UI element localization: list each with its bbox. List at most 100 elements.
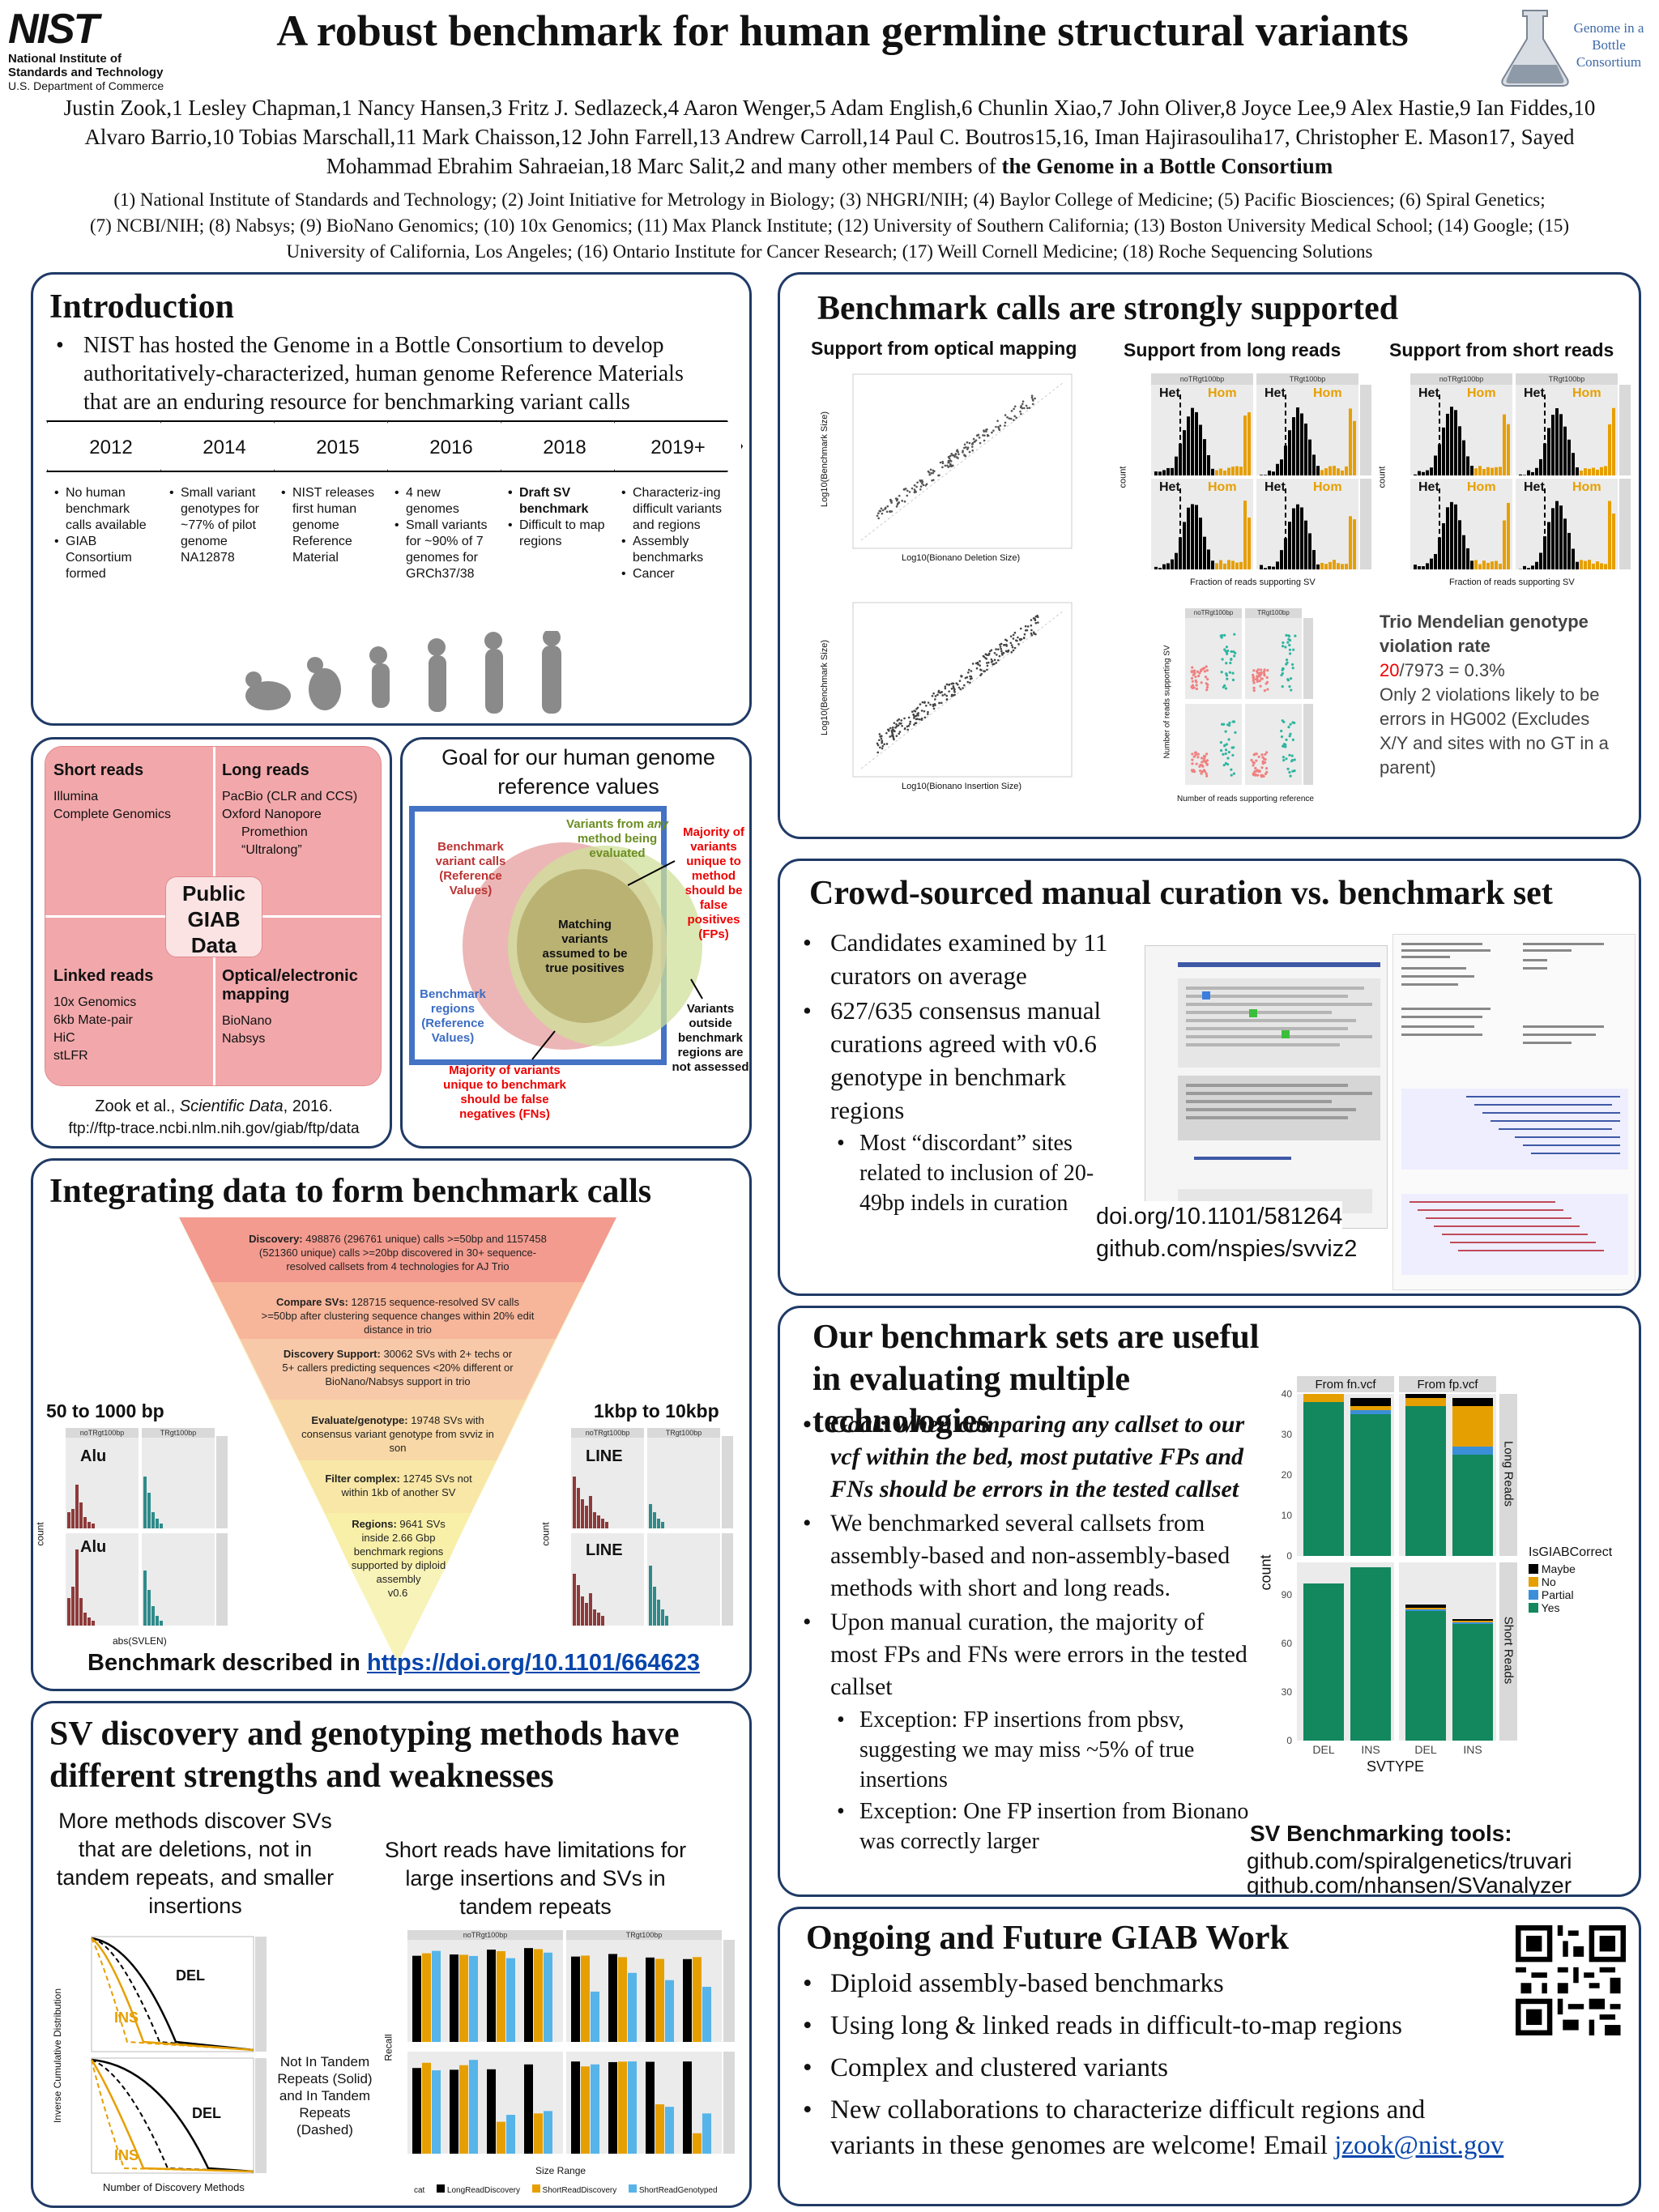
scatter-point: [962, 687, 964, 689]
geno-point-red: [1195, 762, 1198, 765]
evaluating-panel: Our benchmark sets are useful in evaluat…: [778, 1306, 1641, 1897]
scatter-point: [991, 431, 993, 434]
scatter-point: [1004, 424, 1006, 427]
timeline-step-2014: 2014: [160, 420, 289, 472]
hist-bar: [1175, 552, 1178, 569]
affiliations-2: (7) NCBI/NIH; (8) Nabsys; (9) BioNano Ge…: [89, 215, 1570, 236]
timeline-item: Difficult to map regions: [506, 518, 608, 550]
geno-point-teal: [1284, 745, 1287, 748]
geno-point-teal: [1288, 643, 1291, 647]
geno-point-red: [1191, 666, 1194, 669]
scatter-point: [945, 694, 949, 697]
timeline-col-2018: Draft SV benchmark Difficult to map regi…: [506, 485, 608, 550]
scatter-point: [1013, 407, 1015, 411]
curation-github[interactable]: github.com/nspies/svviz2: [1096, 1234, 1358, 1264]
hist-bar: [1349, 408, 1352, 475]
facet-from-fn: From fn.vcf: [1315, 1378, 1376, 1392]
geno-point-red: [1201, 764, 1204, 767]
scatter-point: [972, 437, 975, 441]
hist-bar: [1466, 548, 1469, 569]
benchmark-doi-link[interactable]: https://doi.org/10.1101/664623: [366, 1650, 700, 1676]
timeline-col-2015: NIST releases first human genome Referen…: [279, 485, 380, 566]
scatter-point: [896, 719, 899, 722]
scatter-point: [929, 703, 932, 706]
scatter-point: [1031, 403, 1034, 406]
variants-any-method-label: Variants from any method being evaluated: [565, 817, 670, 861]
geno-point-red: [1261, 760, 1265, 763]
scatter-point: [993, 658, 996, 662]
hist-bar: [1551, 508, 1555, 569]
geno-point-red: [1252, 686, 1256, 689]
geno-point-red: [1203, 670, 1206, 673]
geno-point-red: [1205, 669, 1209, 672]
scatter-point: [885, 731, 888, 735]
linked-reads-quadrant: Linked reads 10x Genomics 6kb Mate-pair …: [53, 967, 207, 1065]
curation-doi[interactable]: doi.org/10.1101/581264: [1096, 1201, 1343, 1232]
timeline-item: Small variants for ~90% of 7 genomes for…: [393, 518, 495, 582]
qr-code-icon[interactable]: [1516, 1925, 1626, 2035]
geno-point-red: [1202, 759, 1205, 762]
timeline-item: Characteriz-ing difficult variants and r…: [620, 485, 725, 534]
bar-ins-maybe: [1452, 1619, 1493, 1621]
hom-label: Hom: [1208, 480, 1237, 494]
recall-bar: [450, 1954, 458, 2042]
recall-bar: [655, 2104, 664, 2154]
eval-legend: IsGIABCorrect Maybe No Partial Yes: [1529, 1546, 1612, 1614]
scatter-point: [982, 434, 984, 437]
svanalyzer-link[interactable]: github.com/nhansen/SVanalyzer: [1247, 1873, 1572, 1897]
hist-bar: [1296, 407, 1299, 475]
hist-bar: [1474, 560, 1478, 569]
strip-label: noTRgt100bp: [1185, 608, 1242, 618]
benchmark-calls-label: Benchmark variant calls (Reference Value…: [435, 840, 506, 897]
scatter-point: [980, 669, 983, 671]
geno-point-red: [1205, 665, 1208, 668]
geno-point-red: [1260, 753, 1264, 757]
scatter-point: [963, 443, 966, 446]
bar-ins-no: [1452, 1406, 1493, 1447]
geno-point-teal: [1231, 678, 1235, 682]
scatter-point: [878, 739, 881, 742]
hist-bar: [1300, 413, 1303, 475]
hist-bar: [1166, 467, 1170, 475]
hist-bar: [1191, 407, 1194, 475]
optical-item: Nabsys: [222, 1032, 266, 1046]
hist-bar: [1596, 561, 1599, 569]
hist-bar: [1247, 517, 1251, 569]
truvari-link[interactable]: github.com/spiralgenetics/truvari: [1247, 1848, 1572, 1873]
level-label: Regions:: [352, 1518, 400, 1530]
hist-bar: [1592, 563, 1595, 569]
scatter-point: [1019, 627, 1022, 630]
genotype-scatter: noTRgt100bp TRgt100bp Number of reads su…: [1161, 605, 1331, 816]
geno-point-teal: [1280, 729, 1283, 733]
scatter-point: [906, 728, 909, 731]
scatter-point: [1005, 645, 1008, 647]
scatter-point: [913, 488, 916, 491]
affiliations-1: (1) National Institute of Standards and …: [113, 190, 1546, 210]
scatter-point: [999, 424, 1002, 427]
level-text: 12745 SVs not within 1kb of another SV: [341, 1473, 472, 1498]
geno-point-red: [1196, 670, 1199, 673]
recall-bar: [534, 2113, 543, 2154]
hist-bar: [1280, 550, 1283, 569]
geno-point-red: [1190, 676, 1194, 680]
scatter-point: [916, 481, 919, 484]
curation-subbullet: Most “discordant” sites related to inclu…: [796, 1128, 1120, 1218]
scatter-point: [983, 434, 986, 437]
scatter-point: [1006, 416, 1009, 419]
hist-bar: [1296, 504, 1299, 569]
hist-bar: [1353, 420, 1356, 475]
scatter-point: [1010, 651, 1013, 654]
hist-bar: [1203, 439, 1206, 475]
geno-point-red: [1204, 676, 1208, 679]
legend-label: No: [1541, 1575, 1556, 1588]
legend-swatch-long: [437, 2184, 446, 2193]
strip-label: noTRgt100bp: [571, 1428, 644, 1438]
geno-point-teal: [1286, 661, 1289, 664]
geno-point-teal: [1223, 648, 1226, 651]
ftp-link[interactable]: ftp://ftp-trace.ncbi.nlm.nih.gov/giab/ft…: [68, 1120, 360, 1137]
hist-bar: [1231, 467, 1235, 475]
optical-support-title: Support from optical mapping: [811, 338, 1077, 359]
hist-bar: [1600, 563, 1603, 569]
scatter-point: [960, 675, 962, 677]
email-link[interactable]: jzook@nist.gov: [1334, 2131, 1504, 2160]
